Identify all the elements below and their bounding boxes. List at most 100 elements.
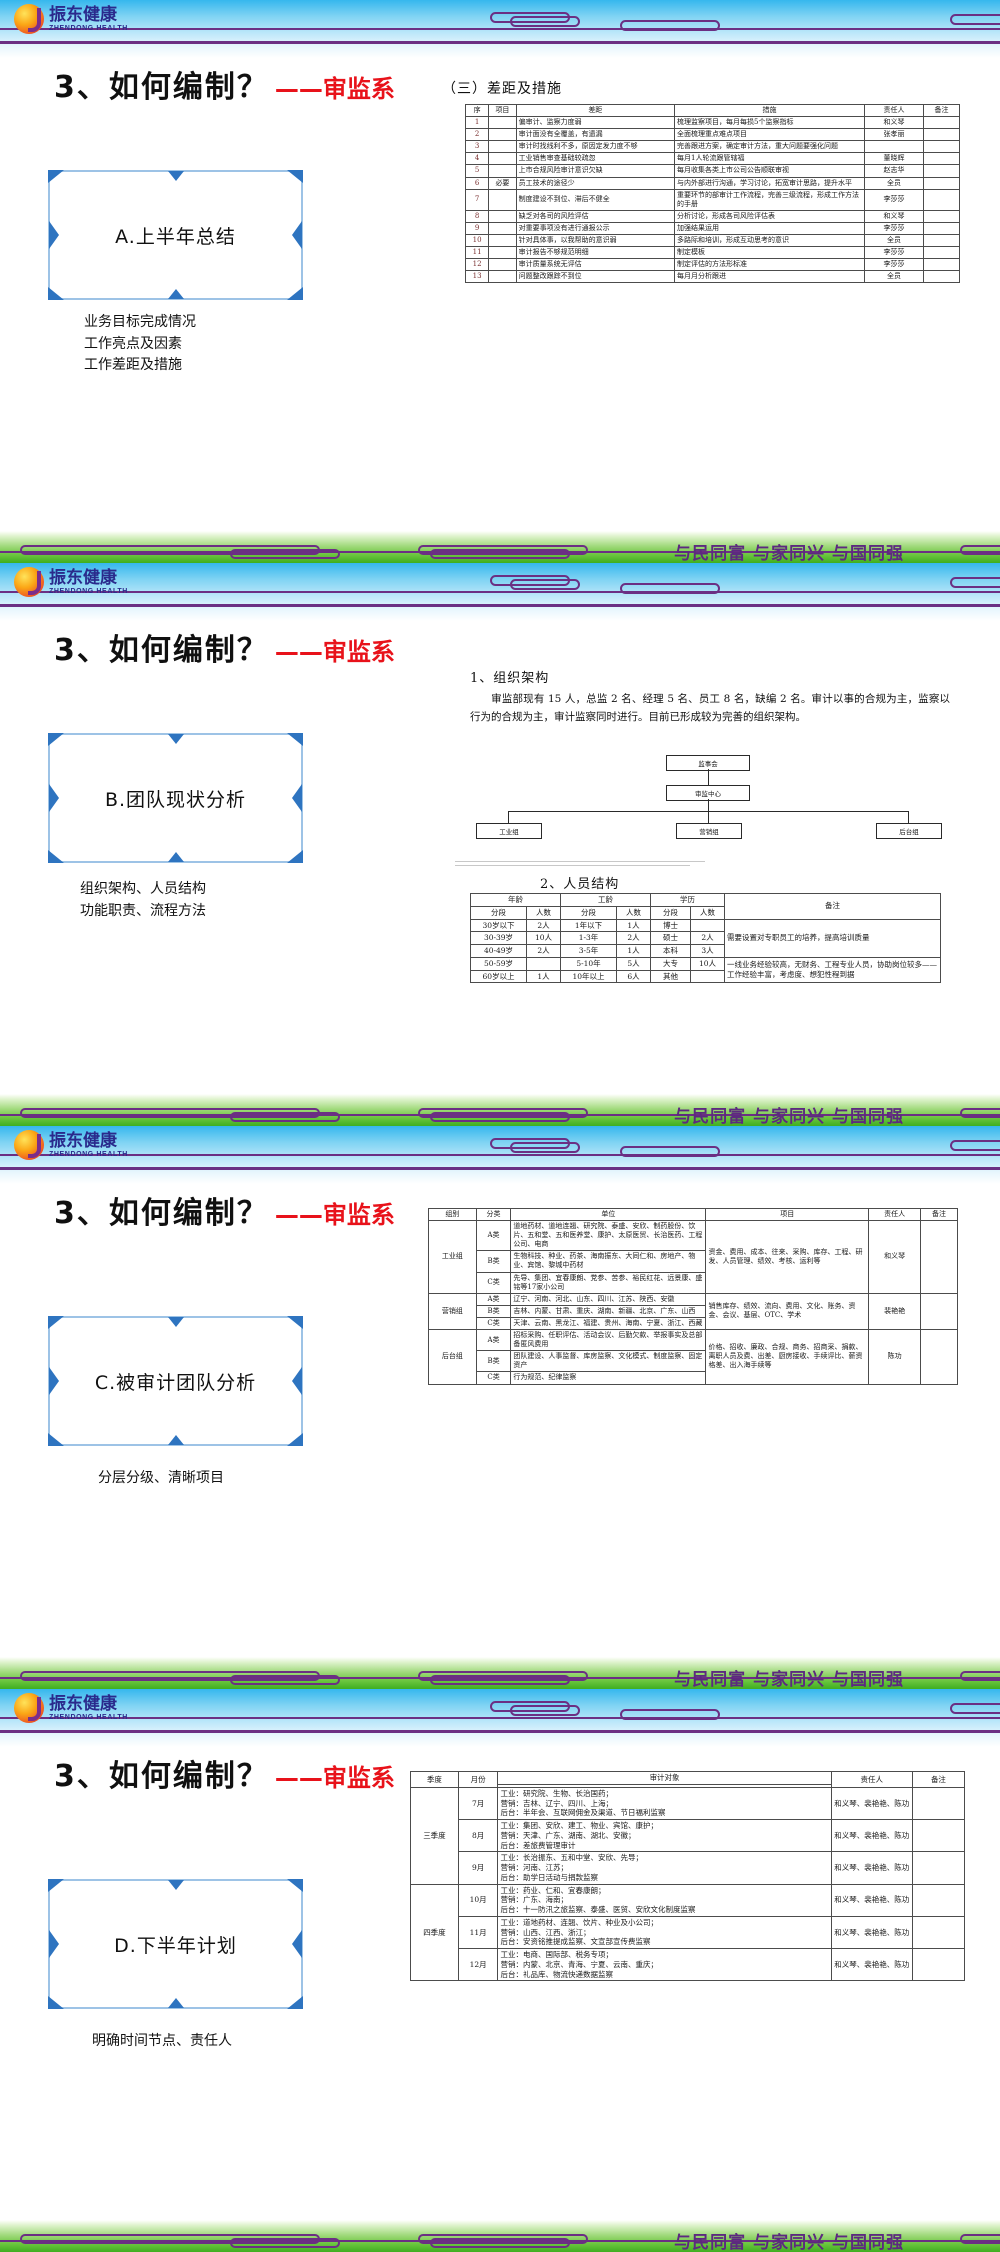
month-cell: 12月 [457, 1947, 499, 1982]
table-cell: 必要 [488, 176, 517, 190]
table-cell: 6 [464, 176, 490, 190]
audit-target-line: 工业：电商、国际部、税务专项； [500, 1950, 613, 1959]
col-owner: 责任人 [868, 1207, 922, 1222]
table-cell: 全员 [863, 270, 925, 284]
sub-age-count: 人数 [526, 905, 561, 920]
section-heading-wrap: （三）差距及措施 [442, 78, 954, 102]
table-cell: 1人 [616, 944, 651, 958]
table-cell [923, 258, 960, 272]
org-connector [508, 811, 509, 823]
tab-top-icon [167, 1317, 184, 1327]
note-cell [911, 1851, 966, 1885]
corner-tr-icon [287, 733, 303, 746]
header-rule-bottom [0, 41, 1000, 44]
footer-swirl-2 [230, 1675, 340, 1685]
quarter-cell: 四季度 [410, 1883, 459, 1982]
owner-cell: 陈功 [868, 1329, 922, 1385]
org-connector [708, 811, 709, 823]
slide-title-sub: ——审监系 [274, 75, 395, 103]
footer-slogan: 与民同富 与家同兴 与国同强 [674, 2233, 904, 2252]
table-cell: 硕士 [650, 931, 691, 945]
caption-item: 业务目标完成情况 [84, 314, 196, 330]
table-cell: 9 [464, 221, 490, 236]
table-cell [690, 969, 725, 984]
table-cell: 2 [464, 128, 490, 142]
table-cell: 审计报告不够规范明细 [515, 246, 675, 260]
corner-bl-icon [48, 1433, 64, 1446]
brand-name-en: ZHENDONG HEALTH [49, 1150, 128, 1158]
divider-line [455, 865, 690, 866]
header-rule-bottom [0, 1730, 1000, 1733]
caption-item: 明确时间节点、责任人 [92, 2033, 232, 2049]
table-note-cell: 需要设置对专职员工的培养，提高培训质量 [724, 918, 941, 958]
corner-tl-icon [48, 733, 64, 746]
caption-list-d: 明确时间节点、责任人 [92, 2031, 232, 2053]
table-cell: 本科 [650, 944, 691, 958]
tab-right-icon [292, 221, 302, 249]
brand-name-cn: 振东健康 [49, 1130, 117, 1151]
unit-cell: 天津、云南、黑龙江、福建、贵州、海南、宁夏、浙江、西藏 [510, 1316, 707, 1331]
table-cell: 60岁以上 [470, 969, 527, 984]
header-band: 振东健康 ZHENDONG HEALTH [0, 0, 1000, 58]
tab-bottom-icon [167, 289, 184, 299]
note-cell [911, 1947, 966, 1982]
group-cell: 营销组 [428, 1292, 477, 1331]
content-box-a: A.上半年总结 [48, 170, 303, 300]
corner-tr-icon [287, 1316, 303, 1329]
audit-target-line: 后台：十一防汛之旅监察、泰盛、医贸、安欣文化制度监察 [500, 1905, 696, 1914]
header-swirl-4 [950, 14, 1000, 25]
class-cell: C类 [475, 1371, 512, 1385]
unit-cell: 行为规范、纪律监察 [510, 1371, 707, 1385]
slide-title-sub: ——审监系 [274, 1201, 395, 1229]
header-swirl-3 [620, 583, 720, 594]
table-cell: 10年以上 [560, 969, 617, 984]
col-audit-target: 审计对象 [497, 1771, 832, 1785]
tab-right-icon [292, 784, 302, 812]
table-cell: 6人 [616, 969, 651, 984]
table-row: C类行为规范、纪律监察 [429, 1371, 958, 1385]
caption-list-b: 组织架构、人员结构 功能职责、流程方法 [80, 879, 206, 922]
logo-swoosh-icon [14, 4, 44, 34]
table-cell: 梳理监察项目，每月每损5个监察指标 [673, 116, 865, 130]
table-cell: 大专 [650, 956, 691, 971]
table-cell: 制定模板 [673, 246, 865, 260]
header-swirl-3 [620, 1146, 720, 1157]
class-cell: B类 [475, 1350, 512, 1373]
month-cell: 9月 [457, 1851, 499, 1885]
owner-cell: 裴艳艳 [868, 1292, 922, 1331]
org-leaf-1: 营销组 [676, 823, 742, 839]
content-box-b: B.团队现状分析 [48, 733, 303, 863]
table-cell [526, 956, 561, 971]
table-cell: 5-10年 [560, 956, 617, 971]
brand-logo: 振东健康 ZHENDONG HEALTH [14, 1130, 128, 1160]
footer-slogan: 与民同富 与家同兴 与国同强 [674, 1107, 904, 1126]
table-cell: 11 [464, 246, 490, 260]
footer-band: 与民同富 与家同兴 与国同强 [0, 2220, 1000, 2252]
footer-swirl-5 [960, 545, 1000, 555]
slide-title-main: 3、如何编制？ [54, 1759, 269, 1794]
table-cell: 1人 [526, 969, 561, 984]
content-box-c: C.被审计团队分析 [48, 1316, 303, 1446]
class-cell: C类 [475, 1316, 512, 1331]
slide-title: 3、如何编制？ ——审监系 [54, 1188, 395, 1232]
audit-target-line: 营销：河南、江苏； [500, 1863, 568, 1872]
table-cell: 审计面没有全覆盖，有遗漏 [515, 128, 675, 142]
table-cell: 3-5年 [560, 944, 617, 958]
tab-right-icon [292, 1367, 302, 1395]
corner-tl-icon [48, 170, 64, 183]
table-cell [923, 164, 960, 178]
table-cell: 上市合规风险审计意识欠缺 [515, 164, 675, 178]
content-box-a-label: A.上半年总结 [115, 225, 236, 248]
class-cell: B类 [475, 1250, 512, 1273]
brand-name-cn: 振东健康 [49, 1693, 117, 1714]
header-band: 振东健康 ZHENDONG HEALTH [0, 563, 1000, 621]
table-row: C类先导、集团、宜春康朗、党参、苦参、裕民红花、远景康、盛铭等17家小公司 [429, 1271, 958, 1294]
footer-swirl-5 [960, 1671, 1000, 1681]
table-cell: 4 [464, 152, 490, 166]
table-cell: 李莎莎 [863, 258, 925, 272]
